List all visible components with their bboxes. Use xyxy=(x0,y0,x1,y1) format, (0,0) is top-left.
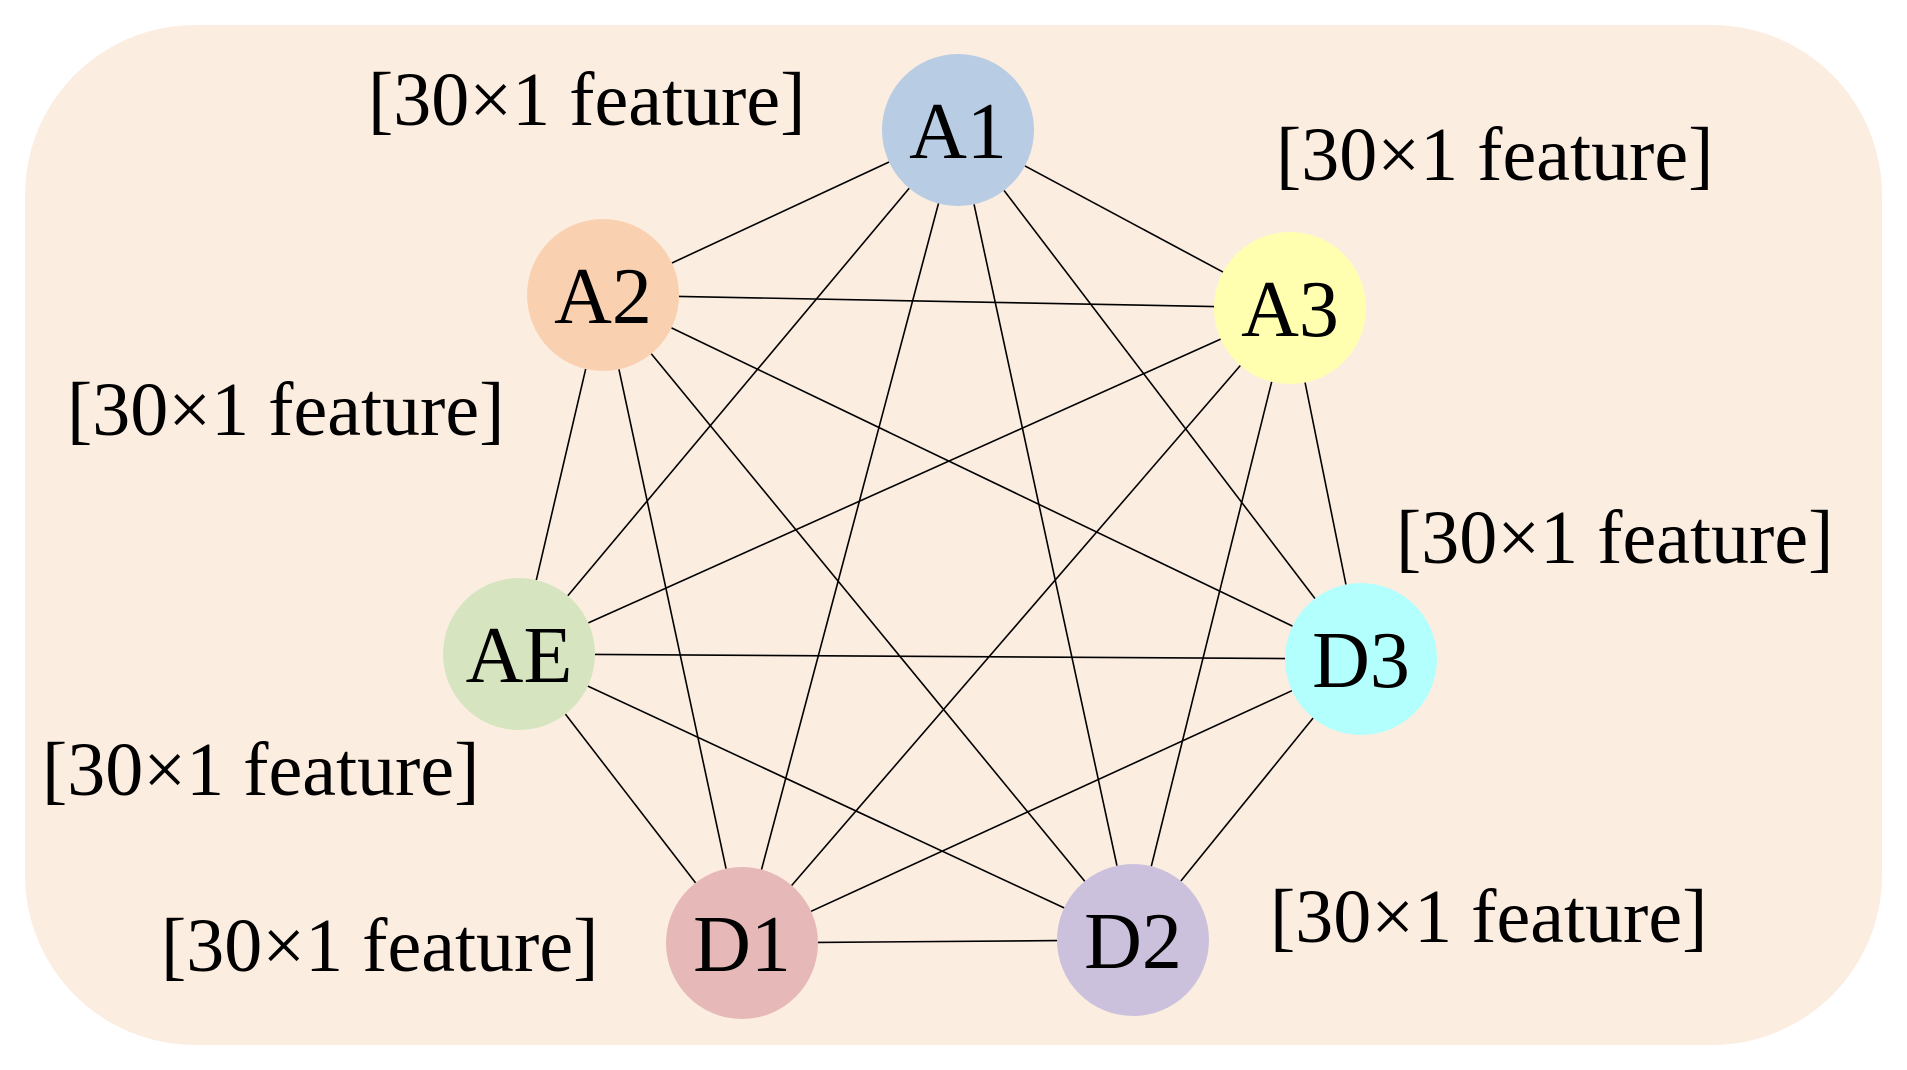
node-d2: D2 xyxy=(1057,864,1209,1016)
edge-ae-d2 xyxy=(587,685,1065,909)
feature-label-d3: [30×1 feature] xyxy=(1396,496,1833,580)
node-circle-d2 xyxy=(1057,864,1209,1016)
edge-ae-d3 xyxy=(594,653,1286,660)
node-circle-d1 xyxy=(666,867,818,1019)
node-ae: AE xyxy=(443,578,595,730)
edge-a1-d1 xyxy=(760,203,940,870)
node-d3: D3 xyxy=(1285,583,1437,735)
node-a2: A2 xyxy=(527,219,679,371)
edge-a1-a3 xyxy=(1024,165,1224,273)
node-circle-a3 xyxy=(1214,232,1366,384)
edge-a2-d3 xyxy=(671,327,1293,627)
feature-label-a1: [30×1 feature] xyxy=(368,58,805,142)
edge-a3-d2 xyxy=(1150,381,1273,867)
feature-label-d2: [30×1 feature] xyxy=(1270,875,1707,959)
edge-a1-a2 xyxy=(671,161,890,264)
node-circle-d3 xyxy=(1285,583,1437,735)
edge-a3-d1 xyxy=(791,365,1241,886)
edge-a3-d3 xyxy=(1304,382,1347,585)
edge-ae-d1 xyxy=(564,713,697,884)
node-circle-a2 xyxy=(527,219,679,371)
node-d1: D1 xyxy=(666,867,818,1019)
edge-a1-d3 xyxy=(1003,189,1316,600)
node-label-d1: D1 xyxy=(693,901,791,989)
feature-label-ae: [30×1 feature] xyxy=(42,728,479,812)
feature-label-a2: [30×1 feature] xyxy=(67,368,504,452)
node-label-a1: A1 xyxy=(909,88,1007,176)
node-label-a2: A2 xyxy=(554,253,652,341)
node-a3: A3 xyxy=(1214,232,1366,384)
edge-a2-d1 xyxy=(618,369,727,869)
edge-a3-ae xyxy=(588,338,1221,624)
node-label-a3: A3 xyxy=(1241,266,1339,354)
node-label-d3: D3 xyxy=(1312,617,1410,705)
node-circle-ae xyxy=(443,578,595,730)
node-a1: A1 xyxy=(882,54,1034,206)
feature-label-d1: [30×1 feature] xyxy=(161,904,598,988)
edge-d1-d2 xyxy=(817,939,1058,944)
node-label-d2: D2 xyxy=(1084,898,1182,986)
edge-a2-d2 xyxy=(650,353,1086,882)
edges-layer xyxy=(535,161,1347,944)
edge-a2-a3 xyxy=(678,295,1215,308)
feature-labels-layer: [30×1 feature] [30×1 feature] [30×1 featur… xyxy=(42,58,1833,988)
edge-a2-ae xyxy=(535,368,587,581)
edge-d1-d3 xyxy=(810,689,1293,913)
edge-d2-d3 xyxy=(1180,717,1314,882)
feature-label-a3: [30×1 feature] xyxy=(1276,113,1713,197)
node-label-ae: AE xyxy=(466,612,573,700)
edge-a1-d2 xyxy=(973,204,1118,866)
edge-a1-ae xyxy=(567,187,910,597)
node-circle-a1 xyxy=(882,54,1034,206)
